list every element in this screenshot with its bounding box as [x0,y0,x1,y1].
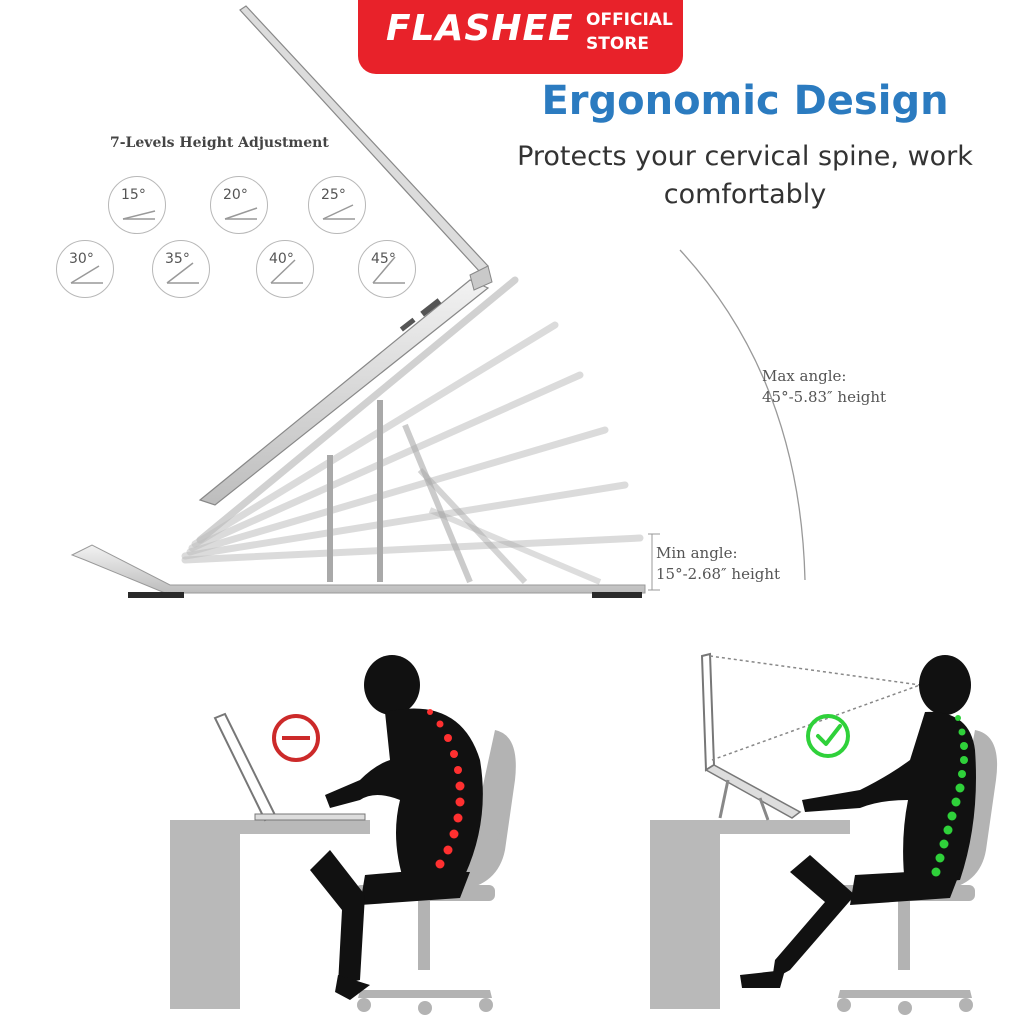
angle-icon [372,256,405,284]
min-angle-note: Min angle: 15°-2.68″ height [656,543,780,585]
height-levels-title: 7-Levels Height Adjustment [110,135,329,151]
min-height-marker [648,533,660,591]
level-label: 25° [321,187,346,203]
level-badge-15: 15° [108,176,166,234]
no-entry-icon [272,714,320,762]
check-icon [806,714,850,758]
level-label: 20° [223,187,248,203]
angle-icon [322,204,355,220]
laptop [198,5,493,506]
angle-icon [224,207,258,220]
laptop [213,712,366,822]
official-store-tag: OFFICIAL STORE [586,8,673,56]
level-badge-30: 30° [56,240,114,298]
level-badge-25: 25° [308,176,366,234]
level-label: 30° [69,251,94,267]
laptop-on-stand [700,652,802,821]
spine-indicator-green [931,715,968,877]
official-label: OFFICIAL [586,10,673,30]
min-angle-label: Min angle: [656,544,738,562]
laptop-stand-illustration [70,5,806,598]
level-badge-40: 40° [256,240,314,298]
store-badge [358,0,683,74]
headline: Ergonomic Design [541,78,949,124]
brand-logo-text: FLASHEE [386,8,574,49]
max-angle-arc [679,249,806,581]
stand-supports [327,400,602,585]
stand-plates [181,276,644,564]
bad-posture-illustration [170,655,516,1015]
person-silhouette [310,655,483,1000]
store-label: STORE [586,34,649,54]
desk [170,820,370,1009]
person-silhouette [740,655,976,988]
angle-icon [122,210,156,220]
level-badge-20: 20° [210,176,268,234]
spine-indicator-red [427,709,465,869]
level-label: 40° [269,251,294,267]
subheadline: Protects your cervical spine, work comfo… [517,141,973,210]
level-label: 35° [165,251,190,267]
angle-icon [70,265,103,284]
stand-base [70,544,646,598]
min-angle-value: 15°-2.68″ height [656,565,781,583]
desk [650,820,850,1009]
level-badge-45: 45° [358,240,416,298]
max-angle-value: 45°-5.83″ height [762,388,887,406]
level-label: 15° [121,187,146,203]
good-posture-illustration [650,652,998,1015]
max-angle-note: Max angle: 45°-5.83″ height [762,366,886,408]
eye-level-lines [709,655,921,761]
angle-icon [166,262,199,284]
angle-icon [270,259,303,284]
level-badge-35: 35° [152,240,210,298]
max-angle-label: Max angle: [762,367,847,385]
